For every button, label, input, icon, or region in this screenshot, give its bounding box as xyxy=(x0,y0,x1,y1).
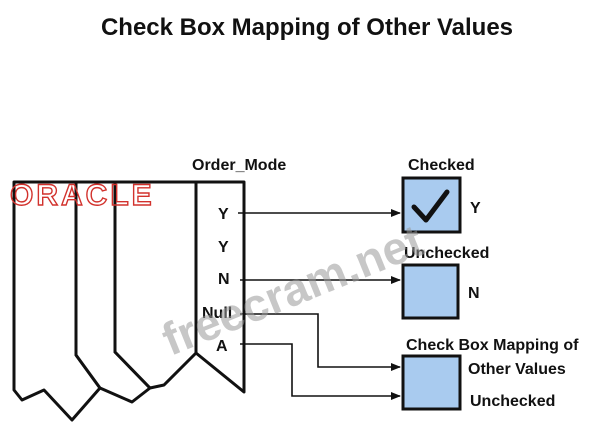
oracle-watermark: ORACLE xyxy=(10,179,155,212)
field-name-label: Order_Mode xyxy=(192,157,286,174)
connector-a-to-other xyxy=(240,343,401,400)
checked-state-label: Checked xyxy=(408,157,475,174)
other-values-value-label: Unchecked xyxy=(470,393,555,410)
order-mode-column xyxy=(194,180,246,394)
unchecked-state-label: Unchecked xyxy=(404,245,489,262)
checkmark-icon xyxy=(411,189,450,223)
unchecked-value-label: N xyxy=(468,285,480,302)
checked-value-label: Y xyxy=(470,200,481,217)
unchecked-checkbox xyxy=(401,263,460,320)
other-values-checkbox xyxy=(401,354,462,411)
value-label-n: N xyxy=(218,271,230,288)
page-title: Check Box Mapping of Other Values xyxy=(100,14,514,41)
value-label-y-1: Y xyxy=(218,206,229,223)
other-values-label-line1: Check Box Mapping of xyxy=(406,337,579,354)
value-label-y-2: Y xyxy=(218,239,229,256)
connector-null-to-other xyxy=(240,313,401,371)
value-label-a: A xyxy=(216,338,228,355)
other-values-label-line2: Other Values xyxy=(468,361,566,378)
value-label-null: Null xyxy=(202,305,232,322)
